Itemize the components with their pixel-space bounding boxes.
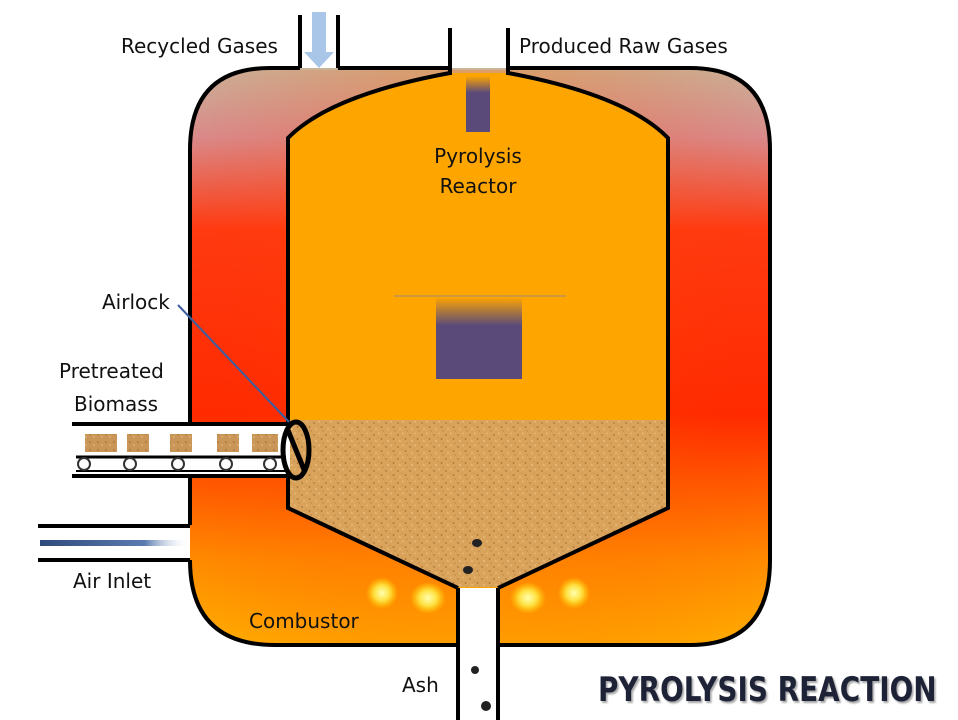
- combustor-flames: [366, 577, 590, 614]
- raw-gases-pipe: [448, 28, 510, 75]
- biomass-cube: [127, 434, 149, 452]
- roller: [77, 457, 91, 471]
- diagram-title: PYROLYSIS REACTION: [598, 670, 937, 710]
- airlock-leader: [177, 304, 290, 423]
- label-biomass-line2: Biomass: [74, 392, 159, 416]
- gas-plume-top: [466, 76, 490, 132]
- roller: [263, 457, 277, 471]
- roller: [219, 457, 233, 471]
- ash-particle: [481, 701, 491, 711]
- airlock-valve: [280, 419, 312, 481]
- label-biomass-line1: Pretreated: [59, 359, 164, 383]
- ash-particle: [472, 539, 482, 547]
- label-reactor-line1: Pyrolysis: [434, 144, 522, 168]
- label-combustor: Combustor: [249, 609, 359, 633]
- down-arrow-icon: [304, 12, 334, 68]
- label-ash: Ash: [402, 673, 439, 697]
- combustor-outline: [188, 66, 772, 647]
- label-recycled-gases: Recycled Gases: [121, 34, 278, 58]
- label-airlock: Airlock: [102, 290, 170, 314]
- ash-particle: [471, 666, 479, 674]
- biomass-conveyor: [72, 422, 292, 478]
- roller: [171, 457, 185, 471]
- label-air-inlet: Air Inlet: [73, 569, 152, 593]
- label-reactor-line2: Reactor: [439, 174, 517, 198]
- label-produced-raw-gases: Produced Raw Gases: [519, 34, 728, 58]
- biomass-bed: [289, 420, 667, 587]
- biomass-cube: [85, 434, 117, 452]
- biomass-cube: [217, 434, 239, 452]
- biomass-cube: [252, 434, 278, 452]
- reactor-outline: [286, 71, 670, 590]
- recycled-gases-pipe: [298, 12, 340, 68]
- air-inlet-pipe: [38, 524, 190, 562]
- ash-pipe: [456, 539, 500, 720]
- air-flow: [40, 540, 190, 546]
- ash-particle: [463, 566, 473, 574]
- biomass-cube: [170, 434, 192, 452]
- gas-plume-middle: [436, 297, 522, 379]
- roller: [123, 457, 137, 471]
